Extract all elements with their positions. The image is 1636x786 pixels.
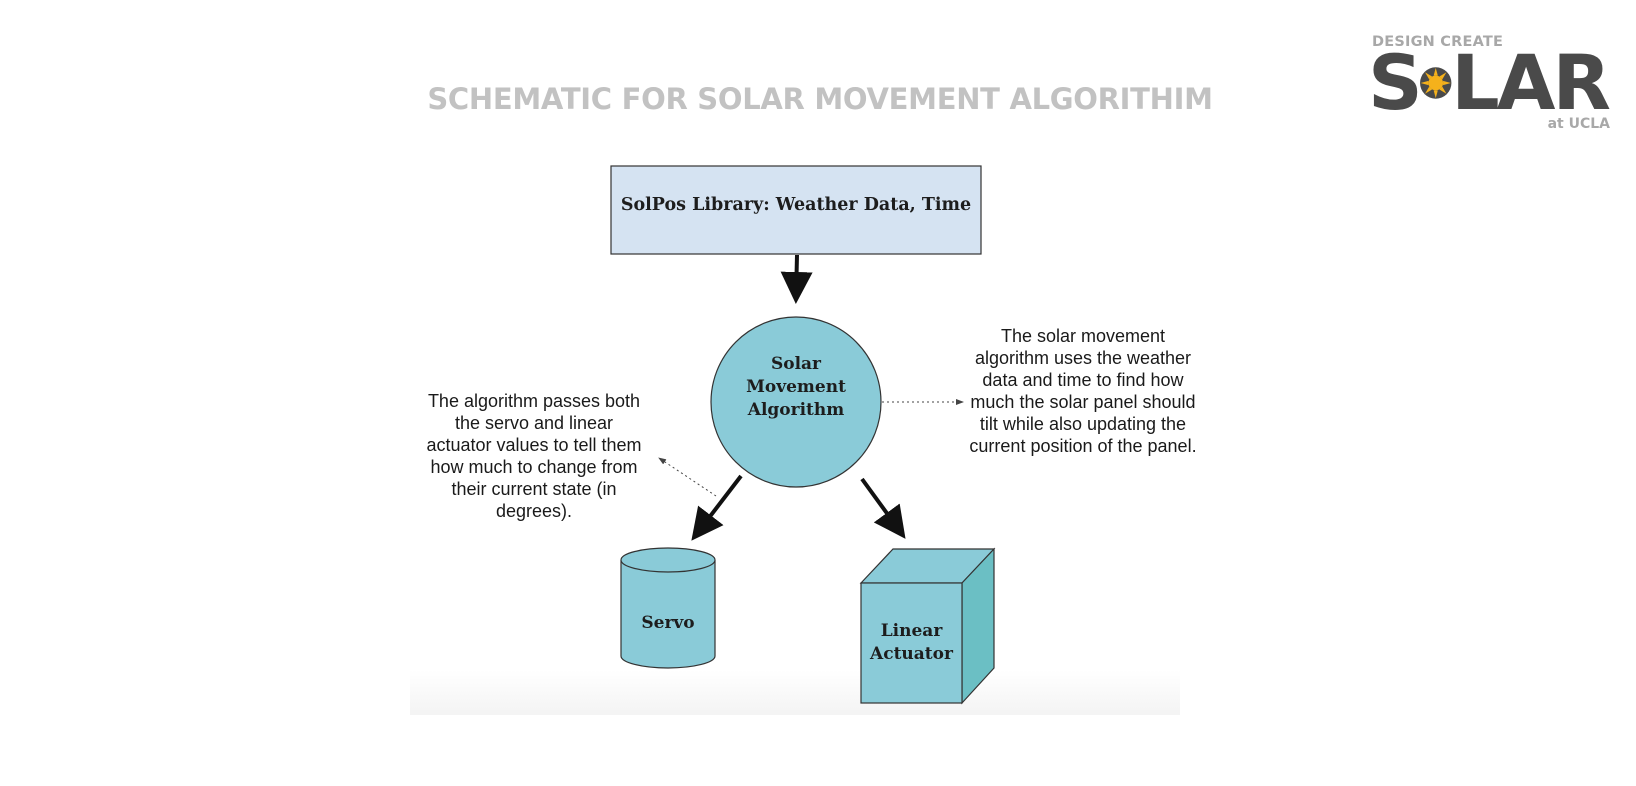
- arrow-algorithm-to-servo: [691, 474, 743, 541]
- actuator-cube: [859, 547, 996, 705]
- logo-line1: DESIGN CREATE: [1372, 34, 1504, 50]
- actuator-label: Linear Actuator: [870, 621, 953, 664]
- dotted-arrow-left: [658, 457, 717, 497]
- servo-label: Servo: [641, 613, 695, 633]
- sun-icon: [1419, 67, 1452, 99]
- logo-letters-lar: LAR: [1451, 38, 1611, 127]
- logo-wordmark: S LAR: [1368, 38, 1611, 127]
- design-create-solar-logo: DESIGN CREATE S LAR at UCLA: [1360, 30, 1611, 138]
- output-description-note: The algorithm passes both the servo and …: [426, 391, 642, 521]
- diagram-shadow: [410, 670, 1180, 715]
- slide-title: SCHEMATIC FOR SOLAR MOVEMENT ALGORITHIM: [427, 82, 1213, 116]
- logo-line3: at UCLA: [1547, 116, 1610, 132]
- source-box-label: SolPos Library: Weather Data, Time: [620, 195, 972, 215]
- algorithm-description-note: The solar movement algorithm uses the we…: [969, 326, 1197, 456]
- algorithm-node: [710, 316, 882, 488]
- arrow-source-to-algorithm: [780, 254, 813, 304]
- arrow-algorithm-to-actuator: [860, 477, 906, 539]
- schematic-diagram: SolPos Library: Weather Data, Time Solar…: [410, 150, 1210, 715]
- servo-cylinder: [620, 547, 716, 669]
- algorithm-label: Solar Movement Algorithm: [746, 354, 846, 420]
- source-box: [610, 165, 982, 255]
- diagram-canvas: [610, 165, 996, 705]
- logo-letter-s: S: [1368, 38, 1423, 127]
